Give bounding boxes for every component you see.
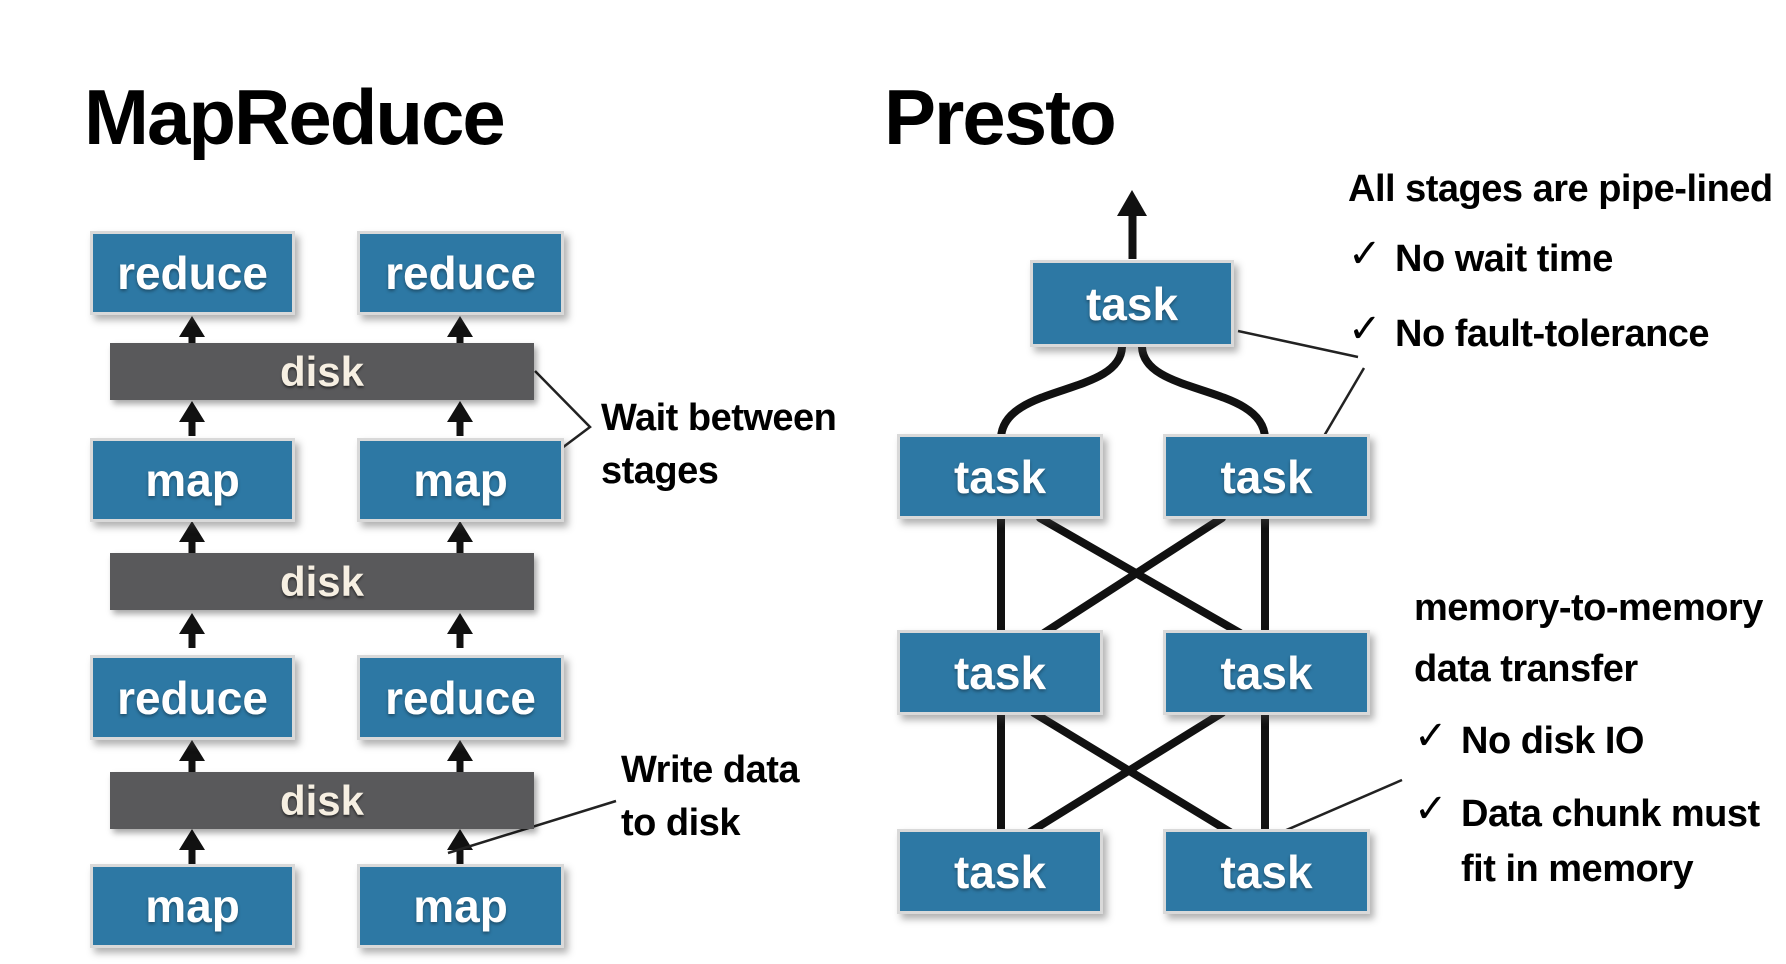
box-label: reduce [117, 247, 268, 299]
box-label: task [1220, 646, 1313, 699]
presto-task-box: task [897, 829, 1103, 914]
mapreduce-reduce-box: reduce [357, 655, 564, 740]
box-label: map [413, 880, 508, 932]
memory-note-pointer-line [1267, 778, 1403, 840]
pipeline-note-heading: All stages are pipe-lined [1348, 168, 1773, 210]
presto-task-box: task [1163, 630, 1370, 715]
presto-task-box: task [897, 434, 1103, 519]
disk-label: disk [279, 557, 365, 605]
box-label: task [1085, 277, 1179, 330]
check-icon: ✓ [1414, 786, 1448, 831]
box-label: reduce [385, 247, 536, 299]
box-label: map [145, 454, 240, 506]
box-label: map [145, 880, 240, 932]
presto-task-box: task [1163, 829, 1370, 914]
check-text: Data chunk must fit in memory [1461, 792, 1760, 890]
mapreduce-map-box: map [90, 438, 295, 522]
write-data-to-disk-note: Write data to disk [621, 749, 800, 845]
check-item: ✓ No fault-tolerance [1348, 307, 1773, 362]
check-icon: ✓ [1414, 713, 1448, 758]
mapreduce-disk-bar: disk [110, 772, 534, 829]
wait-between-stages-note: Wait between stages [601, 397, 837, 493]
check-icon: ✓ [1348, 231, 1382, 276]
check-text: No disk IO [1461, 719, 1644, 762]
check-icon: ✓ [1348, 306, 1382, 351]
pipeline-note: All stages are pipe-lined ✓ No wait time… [1348, 168, 1773, 362]
check-item: ✓ No wait time [1348, 232, 1773, 287]
box-label: map [413, 454, 508, 506]
check-text: No wait time [1395, 237, 1613, 280]
disk-label: disk [279, 347, 365, 395]
box-label: task [1220, 450, 1313, 503]
check-text: No fault-tolerance [1395, 312, 1710, 355]
box-label: task [1220, 845, 1313, 898]
check-item: ✓ No disk IO [1414, 714, 1786, 769]
mapreduce-disk-bar: disk [110, 343, 534, 400]
presto-task-box: task [1030, 260, 1234, 347]
box-label: task [953, 646, 1047, 699]
mapreduce-title: MapReduce [84, 73, 506, 161]
presto-task-box: task [1163, 434, 1370, 519]
pipeline-note-pointer-line [1237, 329, 1366, 437]
presto-title: Presto [884, 73, 1117, 161]
mapreduce-map-box: map [90, 864, 295, 948]
box-label: task [953, 845, 1047, 898]
memory-note: memory-to-memory data transfer ✓ No disk… [1414, 578, 1786, 897]
box-label: reduce [385, 671, 536, 724]
up-arrow-icon [1117, 190, 1147, 259]
wait-note-pointer-line [534, 370, 592, 452]
mapreduce-disk-bar: disk [110, 553, 534, 610]
mapreduce-reduce-box: reduce [90, 655, 295, 740]
check-item: ✓ Data chunk must fit in memory [1414, 787, 1786, 897]
mapreduce-map-box: map [357, 864, 564, 948]
mapreduce-reduce-box: reduce [90, 231, 295, 315]
exchange-lines [997, 512, 1269, 638]
pipeline-curve [997, 343, 1269, 442]
mapreduce-map-box: map [357, 438, 564, 522]
exchange-lines [997, 707, 1269, 837]
memory-note-heading: memory-to-memory data transfer [1414, 587, 1763, 690]
disk-label: disk [279, 776, 365, 824]
box-label: reduce [117, 671, 268, 724]
mapreduce-reduce-box: reduce [357, 231, 564, 315]
presto-task-box: task [897, 630, 1103, 715]
box-label: task [953, 450, 1047, 503]
